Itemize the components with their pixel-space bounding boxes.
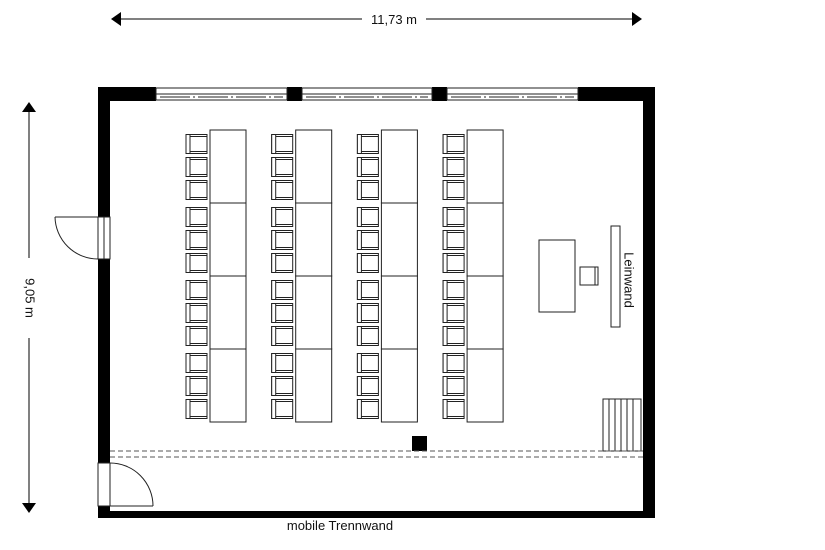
table xyxy=(466,202,504,277)
chair xyxy=(356,134,379,154)
table-column xyxy=(442,129,504,423)
projection-screen: Leinwand xyxy=(610,225,637,328)
chair xyxy=(271,230,294,250)
chair xyxy=(271,280,294,300)
width-dimension-label: 11,73 m xyxy=(371,12,417,27)
chair xyxy=(185,376,208,396)
chair xyxy=(442,399,465,419)
chair xyxy=(356,303,379,323)
walls xyxy=(98,87,655,518)
chair xyxy=(442,230,465,250)
table xyxy=(466,348,504,423)
chair xyxy=(271,303,294,323)
partition-label: mobile Trennwand xyxy=(287,518,393,533)
table-column xyxy=(185,129,247,423)
presenter-desk xyxy=(538,239,576,313)
chair xyxy=(442,207,465,227)
seating-area xyxy=(185,129,504,423)
chair xyxy=(442,353,465,373)
door-left xyxy=(54,216,111,260)
pillar xyxy=(412,436,427,451)
chair xyxy=(356,253,379,273)
chair xyxy=(185,399,208,419)
screen-label: Leinwand xyxy=(622,252,637,308)
table xyxy=(295,348,333,423)
chair xyxy=(356,376,379,396)
chair xyxy=(356,353,379,373)
table xyxy=(380,202,418,277)
chair xyxy=(185,326,208,346)
chair xyxy=(185,280,208,300)
table-column xyxy=(356,129,418,423)
chair xyxy=(271,353,294,373)
table xyxy=(466,275,504,350)
chair xyxy=(356,207,379,227)
table xyxy=(380,129,418,204)
chair xyxy=(442,326,465,346)
chair xyxy=(185,180,208,200)
table xyxy=(209,275,247,350)
chair xyxy=(442,134,465,154)
table xyxy=(295,129,333,204)
chair xyxy=(442,157,465,177)
width-dimension: 11,73 m xyxy=(111,12,642,27)
chair xyxy=(271,253,294,273)
table xyxy=(209,202,247,277)
chair xyxy=(185,303,208,323)
chair xyxy=(442,253,465,273)
chair xyxy=(271,180,294,200)
table xyxy=(209,348,247,423)
chair xyxy=(442,376,465,396)
height-dimension: 9,05 m xyxy=(22,102,38,513)
chair xyxy=(356,230,379,250)
chair xyxy=(185,230,208,250)
chair xyxy=(271,326,294,346)
chair xyxy=(442,303,465,323)
chair xyxy=(442,180,465,200)
chair xyxy=(185,353,208,373)
chair xyxy=(185,157,208,177)
chair xyxy=(356,157,379,177)
chair xyxy=(185,134,208,154)
table xyxy=(380,275,418,350)
table xyxy=(295,275,333,350)
table xyxy=(209,129,247,204)
chair xyxy=(442,280,465,300)
table xyxy=(295,202,333,277)
stairs xyxy=(602,398,642,452)
chair xyxy=(271,157,294,177)
mobile-partition xyxy=(110,450,643,458)
chair xyxy=(271,207,294,227)
chair xyxy=(271,376,294,396)
windows xyxy=(155,87,579,101)
chair xyxy=(271,399,294,419)
chair xyxy=(356,280,379,300)
chair xyxy=(271,134,294,154)
chair xyxy=(356,326,379,346)
chair xyxy=(185,253,208,273)
chair xyxy=(356,180,379,200)
door-bottom xyxy=(97,462,154,507)
presenter-chair xyxy=(579,266,599,286)
height-dimension-label: 9,05 m xyxy=(23,278,38,318)
table-column xyxy=(271,129,333,423)
chair xyxy=(356,399,379,419)
table xyxy=(380,348,418,423)
chair xyxy=(185,207,208,227)
table xyxy=(466,129,504,204)
